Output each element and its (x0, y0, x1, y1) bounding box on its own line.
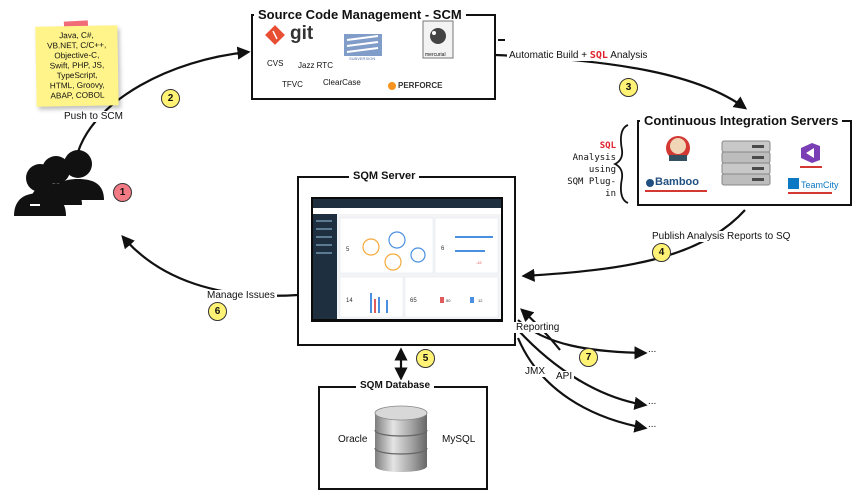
arrow-publish-reports (521, 209, 746, 282)
perforce-logo-text: PERFORCE (398, 81, 443, 90)
mysql-label: MySQL (442, 434, 476, 445)
jazz-rtc-text: Jazz RTC (298, 61, 333, 70)
git-logo-text: git (290, 23, 314, 44)
svg-text:5: 5 (346, 247, 350, 253)
svg-text:6: 6 (441, 246, 445, 252)
push-to-scm-label: Push to SCM (62, 111, 125, 122)
bamboo-logo-text: Bamboo (655, 176, 699, 188)
oracle-label: Oracle (338, 434, 368, 445)
mercurial-logo-text: mercurial (425, 52, 446, 58)
publish-reports-label: Publish Analysis Reports to SQ (650, 231, 793, 242)
svg-text:-42: -42 (476, 260, 483, 265)
step-badge-6: 6 (208, 302, 227, 321)
manage-issues-label: Manage Issues (205, 290, 277, 301)
ci-sql-analysis-note: SQL Analysis using SQM Plug-in (566, 140, 616, 200)
sql-keyword: SQL (589, 50, 608, 61)
step-badge-4: 4 (652, 243, 671, 262)
jmx-label: JMX (523, 366, 547, 377)
jmx-target-ellipsis: ... (648, 419, 657, 430)
arrow-jmx (516, 337, 648, 433)
cvs-text: CVS (267, 59, 284, 68)
tfvc-text: TFVC (282, 80, 303, 89)
scm-title: Source Code Management - SCM (254, 7, 466, 22)
ci-plugin-text: SQM Plug-in (567, 177, 616, 199)
svg-text:12: 12 (478, 298, 483, 303)
analysis-text: Analysis (610, 50, 648, 61)
arrow-api (517, 329, 648, 410)
reporting-target-ellipsis: ... (648, 344, 657, 355)
step-badge-2: 2 (161, 89, 180, 108)
arrow-push-to-scm (76, 46, 251, 153)
step-badge-1: 1 (113, 183, 132, 202)
svg-text:65: 65 (410, 298, 417, 304)
svg-text:50: 50 (446, 298, 451, 303)
ci-analysis-text: Analysis (572, 153, 616, 163)
automatic-build-label: Automatic Build + SQL Analysis (507, 50, 650, 61)
step-badge-7: 7 (579, 348, 598, 367)
ci-using-text: using (588, 165, 616, 175)
svg-text:14: 14 (346, 298, 353, 304)
subversion-logo-text: SUBVERSION (349, 56, 376, 61)
sql-keyword: SQL (599, 141, 616, 151)
sqm-database-box (318, 386, 488, 490)
clearcase-text: ClearCase (323, 78, 361, 87)
sqm-database-title: SQM Database (356, 380, 435, 391)
reporting-label: Reporting (514, 322, 562, 333)
api-label: API (554, 371, 575, 382)
sqm-server-title: SQM Server (349, 170, 420, 182)
api-target-ellipsis: ... (648, 396, 657, 407)
teamcity-logo-text: TeamCity (801, 180, 839, 190)
ci-brace (612, 124, 629, 204)
step-badge-5: 5 (416, 349, 435, 368)
automatic-build-text: Automatic Build + (509, 50, 588, 61)
ci-title: Continuous Integration Servers (640, 113, 843, 128)
step-badge-3: 3 (619, 78, 638, 97)
